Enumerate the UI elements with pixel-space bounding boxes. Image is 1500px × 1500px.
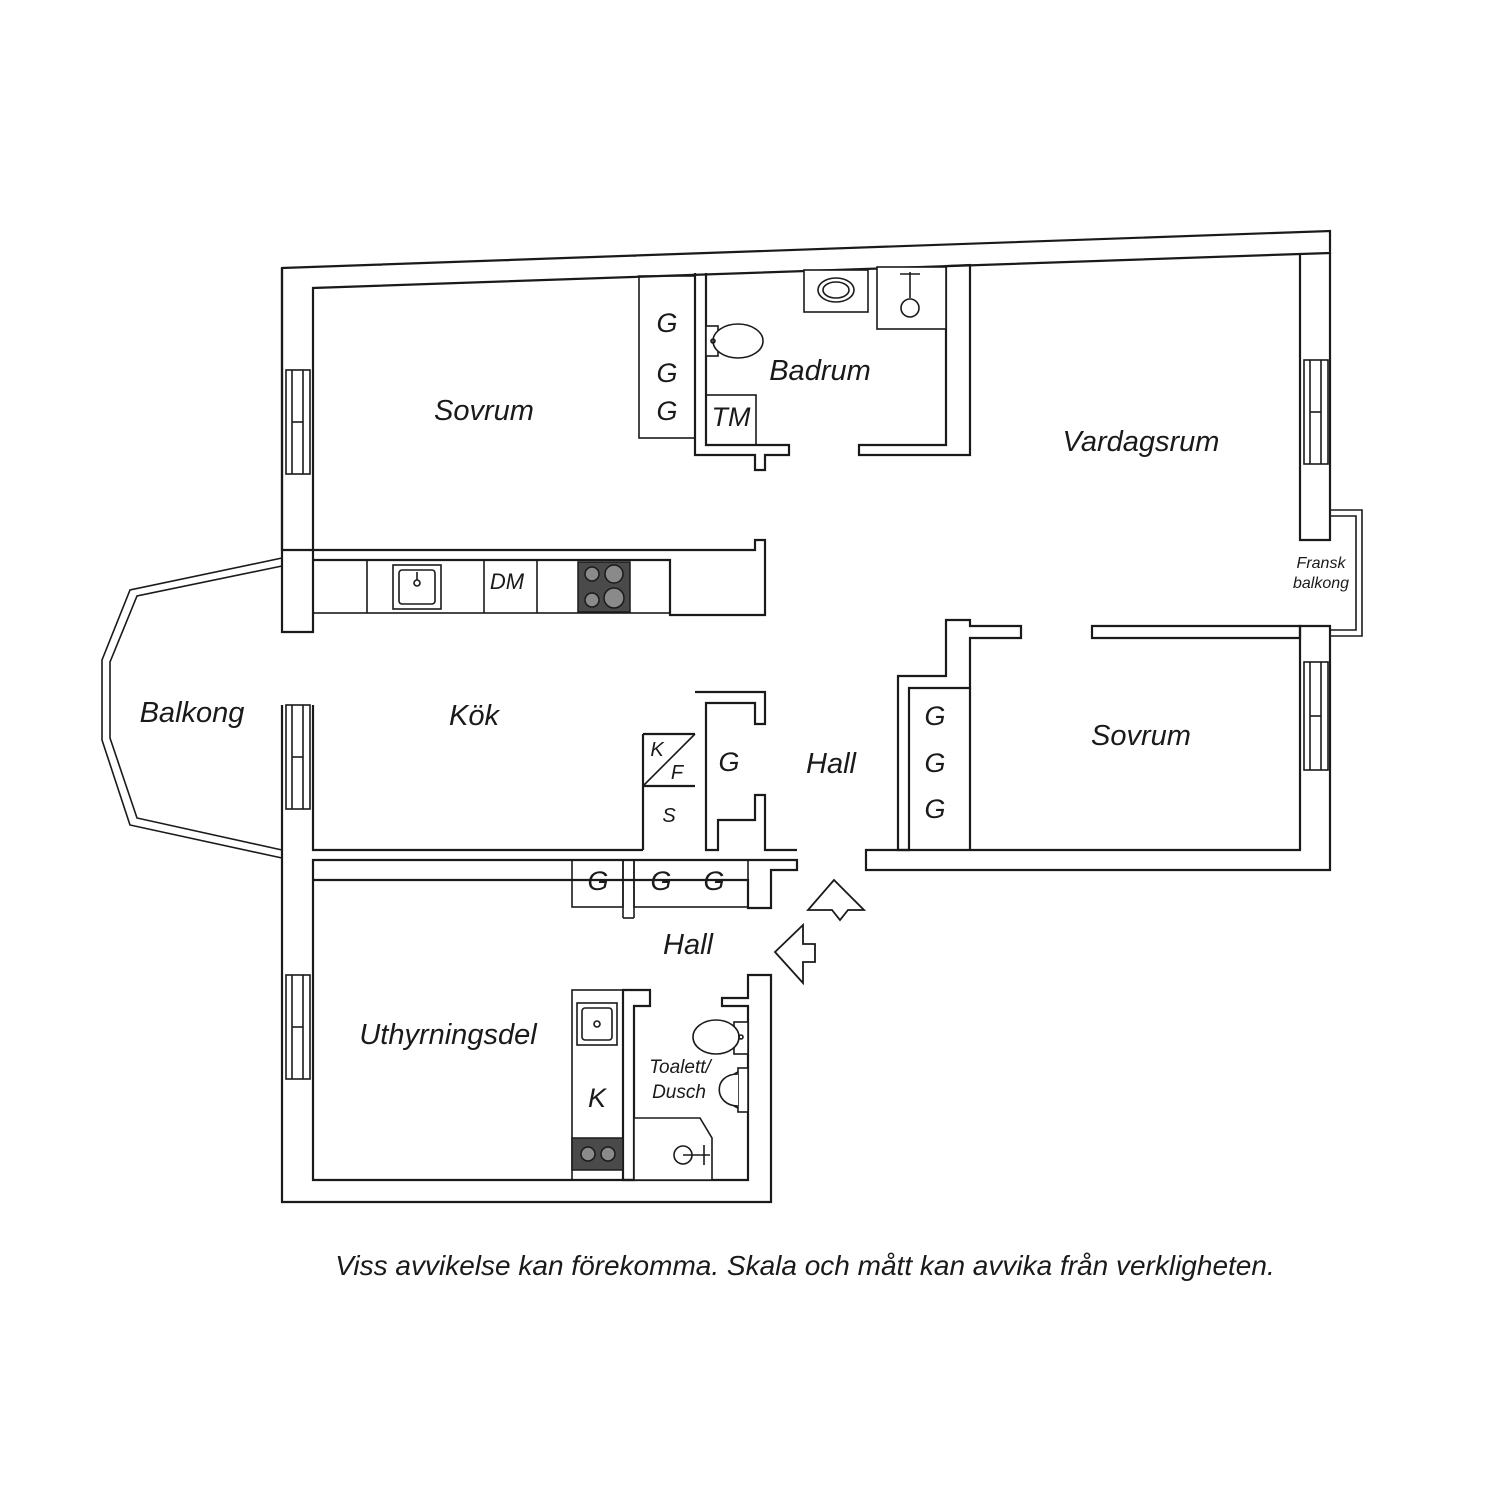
label-dusch: Dusch <box>652 1082 706 1103</box>
windows <box>285 359 1329 1080</box>
wardrobes <box>571 275 971 919</box>
label-kitchenette: K <box>588 1083 607 1113</box>
label-sovrum-right: Sovrum <box>1091 720 1191 752</box>
label-wardrobe: G <box>924 748 945 778</box>
pantry-wall <box>641 732 695 850</box>
room-labels: Sovrum Badrum Vardagsrum Kök Balkong Hal… <box>140 355 1350 1103</box>
entry-arrow-left-icon <box>773 922 816 986</box>
toilet <box>705 323 764 359</box>
rental-washbasin <box>718 1067 749 1113</box>
rental-sink <box>576 1002 618 1046</box>
label-wardrobe: G <box>718 747 739 777</box>
window <box>285 369 311 475</box>
bathroom-fixtures <box>705 266 947 446</box>
left-wall-middle <box>280 705 799 1204</box>
label-badrum: Badrum <box>769 355 871 387</box>
kitchen-counter <box>312 559 671 614</box>
kitchen-north-wall <box>313 538 767 617</box>
disclaimer: Viss avvikelse kan förekomma. Skala och … <box>335 1250 1274 1281</box>
french-balcony <box>1330 509 1363 637</box>
stove <box>577 561 631 613</box>
label-wardrobe: G <box>656 396 677 426</box>
label-fransk: Fransk <box>1297 555 1347 572</box>
label-dishwasher: DM <box>490 569 525 594</box>
label-fridge: K <box>650 739 665 761</box>
label-balkong-fransk: balkong <box>1293 575 1349 592</box>
label-toalett: Toalett/ <box>649 1057 712 1078</box>
label-hall-upper: Hall <box>806 748 858 780</box>
shower <box>876 266 947 330</box>
label-wardrobe: G <box>656 308 677 338</box>
label-kok: Kök <box>449 700 500 732</box>
rental-fixtures <box>571 989 749 1181</box>
label-uthyrningsdel: Uthyrningsdel <box>359 1019 538 1051</box>
label-wardrobe: G <box>924 701 945 731</box>
washbasin <box>803 269 869 313</box>
fixture-labels: G G G TM DM K F S G G G G G G G K <box>490 308 946 1113</box>
label-sovrum-top: Sovrum <box>434 395 534 427</box>
label-wardrobe: G <box>703 866 724 896</box>
window <box>1303 359 1329 465</box>
kitchen-south-wall <box>311 705 643 852</box>
living-south-wall-left <box>896 618 1023 852</box>
label-wardrobe: G <box>656 358 677 388</box>
right-wall-upper <box>1298 253 1332 542</box>
rental-toilet <box>692 1019 749 1055</box>
label-wardrobe: G <box>924 794 945 824</box>
entrance-arrows <box>773 878 867 986</box>
label-pantry: S <box>662 805 676 827</box>
rental-shower <box>633 1117 713 1181</box>
window <box>285 974 311 1080</box>
label-balkong: Balkong <box>140 697 245 729</box>
entry-arrow-up-icon <box>806 878 867 922</box>
right-wall-lower <box>864 624 1332 872</box>
label-washing-machine: TM <box>712 402 751 432</box>
label-wardrobe: G <box>650 866 671 896</box>
window <box>1303 661 1329 771</box>
window <box>285 704 311 810</box>
label-vardagsrum: Vardagsrum <box>1063 426 1220 458</box>
rental-stove <box>571 1137 624 1171</box>
kitchen-sink <box>392 564 442 610</box>
balcony <box>101 557 283 859</box>
hall-closet-wall <box>695 690 797 852</box>
label-hall-lower: Hall <box>663 929 715 961</box>
label-wardrobe: G <box>587 866 608 896</box>
bathroom-east-wall <box>857 263 972 457</box>
label-freezer: F <box>671 762 685 784</box>
living-south-wall <box>1090 624 1302 640</box>
